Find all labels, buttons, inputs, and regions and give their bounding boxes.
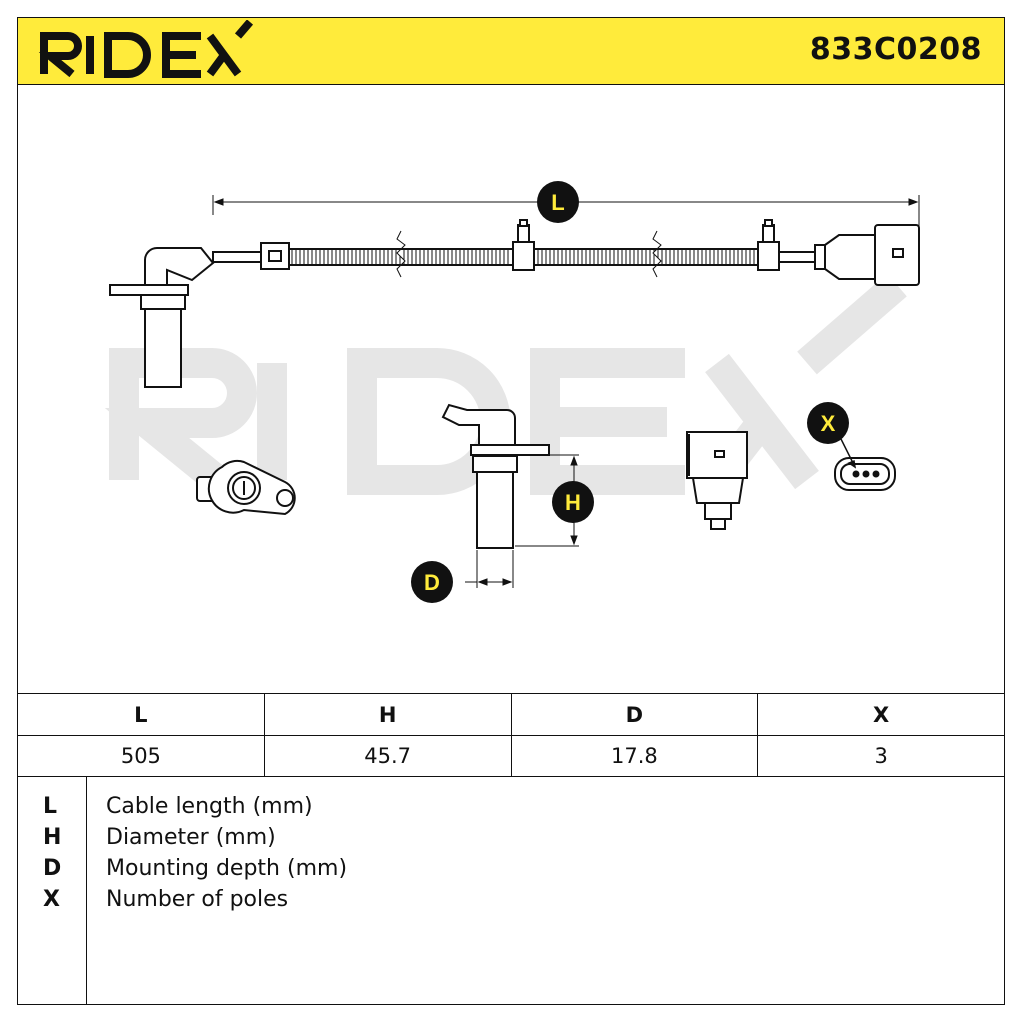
legend-key-column [17, 776, 87, 1005]
legend: L Cable length (mm) H Diameter (mm) D Mo… [17, 776, 1005, 1005]
legend-key: D [43, 856, 62, 881]
sensor-side-view [441, 403, 550, 549]
sensor-top-view [196, 459, 296, 516]
poles-leader [838, 434, 857, 469]
depth-dimension [465, 550, 514, 588]
callout-poles: X [807, 402, 849, 444]
spec-header-l: L [17, 693, 265, 736]
legend-label: Number of poles [106, 887, 289, 912]
legend-key: H [43, 825, 62, 850]
spec-value-d: 17.8 [510, 735, 759, 777]
svg-text:X: X [821, 411, 836, 436]
svg-text:L: L [551, 190, 564, 215]
connector-pin-view [834, 457, 896, 491]
callout-length: L [537, 181, 579, 223]
break-marks [396, 230, 662, 278]
part-number: 833C0208 [809, 32, 982, 67]
spec-value-row: 505 45.7 17.8 3 [17, 735, 1005, 777]
spec-header-d: D [510, 693, 759, 736]
spec-header-h: H [263, 693, 512, 736]
connector-side-view [686, 431, 748, 530]
legend-key: L [43, 794, 58, 819]
svg-text:H: H [565, 490, 581, 515]
brand-logo [38, 20, 254, 78]
legend-label: Cable length (mm) [106, 794, 313, 819]
technical-drawing: L H D X [104, 181, 920, 603]
legend-label: Mounting depth (mm) [106, 856, 348, 881]
legend-key: X [43, 887, 60, 912]
header-bar: 833C0208 [17, 17, 1005, 85]
spec-value-l: 505 [17, 735, 265, 777]
legend-label: Diameter (mm) [106, 825, 276, 850]
spec-header-row: L H D X [17, 693, 1005, 736]
spec-value-x: 3 [757, 735, 1005, 777]
spec-value-h: 45.7 [263, 735, 512, 777]
svg-text:D: D [424, 570, 440, 595]
callout-depth: D [411, 561, 453, 603]
spec-table: L H D X 505 45.7 17.8 3 [17, 693, 1005, 777]
callout-height: H [552, 481, 594, 523]
sleeve-hatching [291, 249, 755, 265]
spec-header-x: X [757, 693, 1005, 736]
